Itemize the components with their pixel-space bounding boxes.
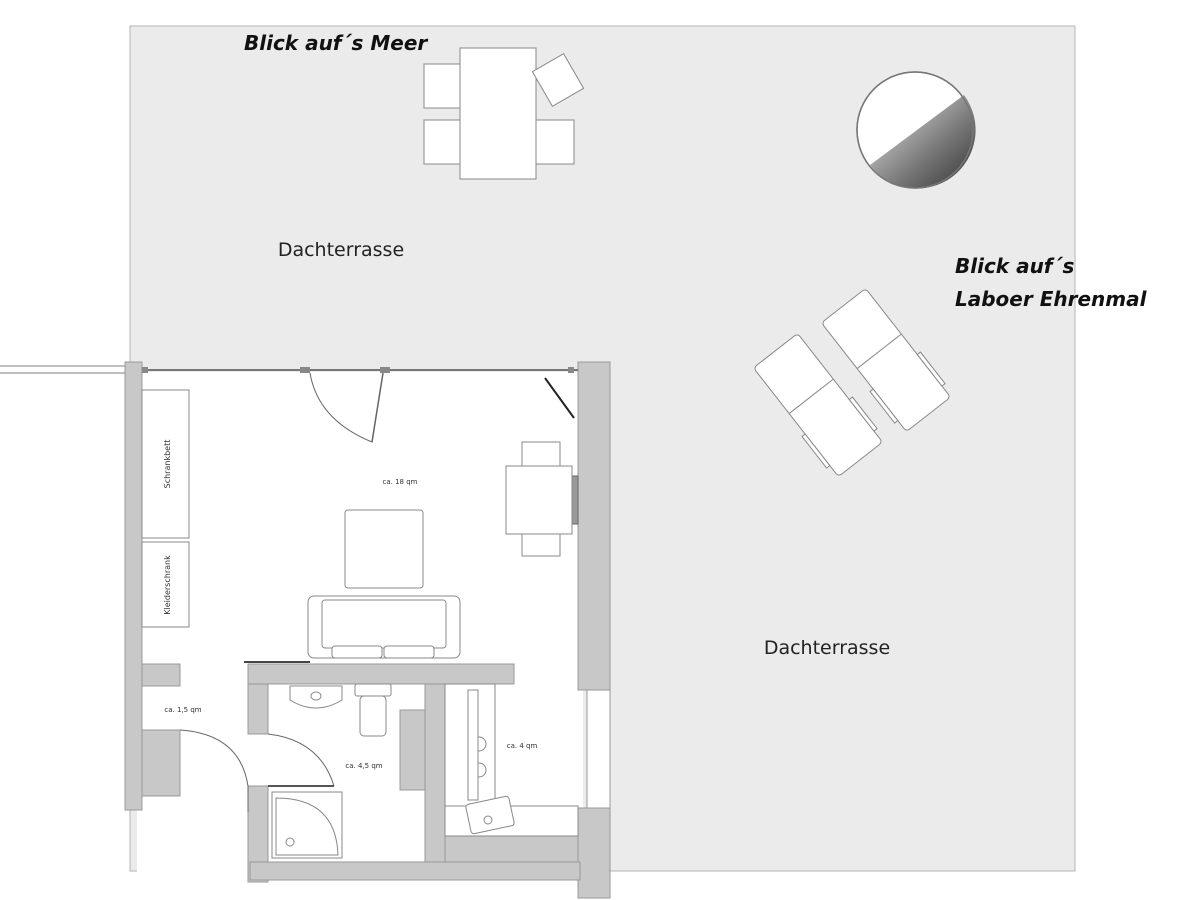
- terrace-door-swing: [309, 372, 384, 443]
- east-wall-lower: [577, 807, 611, 899]
- kitchen-area-label: ca. 4 qm: [507, 742, 538, 750]
- terrace-table: [459, 47, 537, 180]
- east-wall-upper: [577, 361, 611, 691]
- kitchen-fixtures: [444, 683, 579, 837]
- window-strip: [142, 367, 578, 373]
- armchair: [344, 509, 424, 589]
- kitchen-wall-lower: [444, 834, 579, 863]
- parasol: [856, 71, 976, 189]
- terrace-dining-set: [423, 47, 585, 180]
- living-dining-table: [505, 465, 573, 535]
- window-opening: [544, 377, 575, 419]
- kitchen-sink: [465, 795, 515, 835]
- sofa: [307, 595, 461, 659]
- bathroom-fixtures: [271, 683, 392, 859]
- radiator: [571, 475, 579, 525]
- view-sea-label: Blick auf´s Meer: [244, 31, 428, 55]
- hall-area-label: ca. 1,5 qm: [164, 706, 201, 714]
- bath-area-label: ca. 4,5 qm: [345, 762, 382, 770]
- balcony-rail: [0, 365, 128, 374]
- bath-door-swing: [267, 733, 335, 787]
- terrace-chair-top-left: [423, 63, 461, 109]
- view-memorial-label-line1: Blick auf´s: [955, 254, 1075, 278]
- cabinet-bed-label: Schrankbett: [163, 440, 172, 489]
- bottom-wall: [249, 861, 581, 881]
- living-area-label: ca. 18 qm: [383, 478, 418, 486]
- toilet-tank: [354, 683, 392, 697]
- sun-lounger-left: [754, 334, 882, 476]
- terrace-label-right: Dachterrasse: [764, 637, 890, 659]
- bath-wall-west-lower: [247, 785, 269, 883]
- living-dining-set: [505, 441, 573, 557]
- cabinet-bed: [141, 389, 190, 539]
- terrace-door-leaf: [371, 372, 384, 443]
- wardrobe: [141, 541, 190, 628]
- toilet-bowl: [359, 695, 387, 737]
- kitchen-cabinet-strip: [467, 689, 479, 801]
- terrace-label-top: Dachterrasse: [278, 239, 404, 261]
- sun-lounger-right: [822, 289, 950, 431]
- bath-wall-shower-niche: [399, 709, 426, 791]
- view-memorial-label-line2: Laboer Ehrenmal: [955, 287, 1148, 311]
- east-window-frame: [586, 689, 611, 809]
- west-wall: [124, 361, 143, 811]
- interior-wall-horizontal: [247, 663, 515, 685]
- hall-wall-stub: [141, 663, 181, 687]
- walls: [124, 361, 611, 899]
- living-chair-bottom: [521, 533, 561, 557]
- terrace-chair-bottom-right: [535, 119, 575, 165]
- bath-wall-west-upper: [247, 683, 269, 735]
- wardrobe-label: Kleiderschrank: [163, 555, 172, 615]
- terrace-chair-bottom-left: [423, 119, 461, 165]
- bath-wall-east: [424, 683, 446, 865]
- hall-door-swing: [179, 729, 249, 787]
- living-chair-top: [521, 441, 561, 467]
- hall-wall-lower: [141, 729, 181, 797]
- terrace-chair-top-right: [531, 52, 585, 108]
